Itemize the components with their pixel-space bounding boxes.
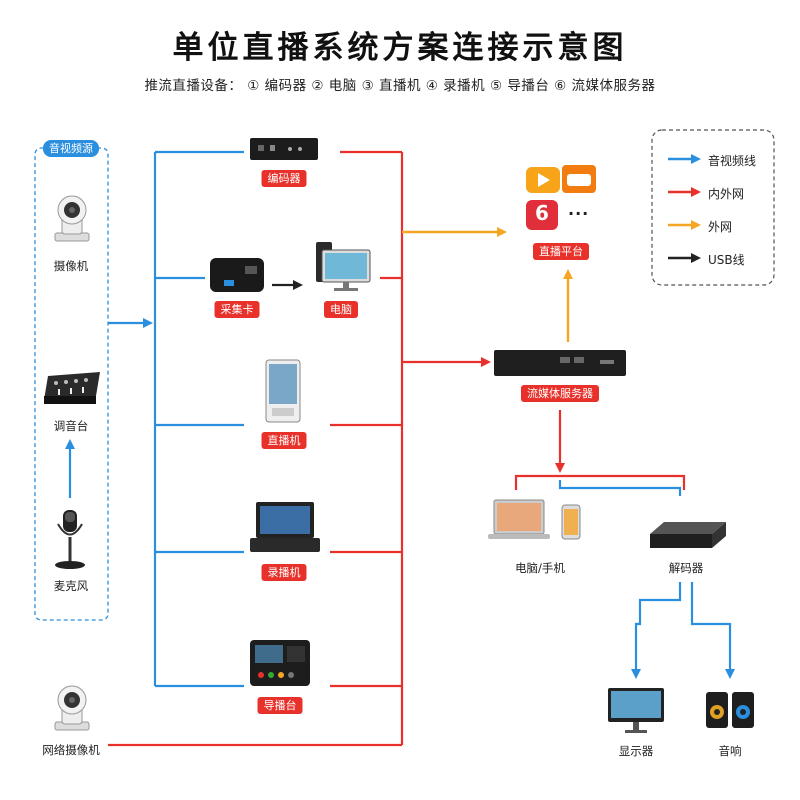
switcher-label: 导播台: [257, 697, 303, 714]
camera-icon: [54, 195, 90, 242]
computer-label: 电脑: [324, 301, 358, 318]
source-group-label: 音视频源: [43, 140, 99, 157]
av-lines: [65, 150, 735, 688]
live-platform-label: 直播平台: [533, 243, 589, 260]
pc-phone-label: 电脑/手机: [515, 561, 565, 575]
live-machine-label: 直播机: [261, 432, 307, 449]
device-list-subtitle: 推流直播设备： ① 编码器 ② 电脑 ③ 直播机 ④ 录播机 ⑤ 导播台 ⑥ 流…: [144, 78, 656, 94]
microphone-icon: [55, 510, 85, 569]
mixer-label: 调音台: [53, 419, 89, 433]
streaming-server-label: 流媒体服务器: [521, 385, 599, 402]
network-lines: [108, 150, 686, 747]
camera-label: 摄像机: [53, 259, 89, 273]
platform-logo-text: 6: [535, 201, 549, 225]
capture-card-icon: [210, 258, 264, 292]
legend: [651, 129, 775, 286]
speaker-icon: [706, 692, 754, 728]
network-camera-icon: [54, 685, 90, 731]
network-camera-label: 网络摄像机: [42, 743, 100, 757]
monitor-label: 显示器: [618, 744, 654, 758]
recorder-icon: [250, 502, 320, 552]
legend-label-wan: 外网: [708, 220, 733, 234]
legend-label-usb: USB线: [708, 253, 745, 267]
legend-label-av: 音视频线: [708, 154, 757, 168]
recorder-label: 录播机: [261, 564, 307, 581]
platform-logos-icon: [526, 165, 596, 230]
speaker-label: 音响: [718, 744, 742, 758]
legend-label-lan: 内外网: [708, 187, 745, 201]
decoder-label: 解码器: [668, 561, 704, 575]
decoder-icon: [650, 522, 726, 548]
switcher-icon: [250, 640, 310, 686]
monitor-icon: [608, 688, 664, 733]
mixer-icon: [44, 372, 100, 404]
encoder-icon: [250, 138, 318, 160]
streaming-server-icon: [494, 350, 626, 376]
microphone-label: 麦克风: [53, 579, 89, 593]
encoder-label: 编码器: [261, 170, 307, 187]
page-title: 单位直播系统方案连接示意图: [172, 30, 628, 66]
wan-lines: [402, 227, 573, 342]
pc-phone-icon: [488, 499, 581, 540]
capture-card-label: 采集卡: [214, 301, 260, 318]
platform-more-text: ···: [568, 204, 590, 223]
computer-icon: [316, 242, 371, 291]
live-machine-icon: [265, 359, 301, 423]
